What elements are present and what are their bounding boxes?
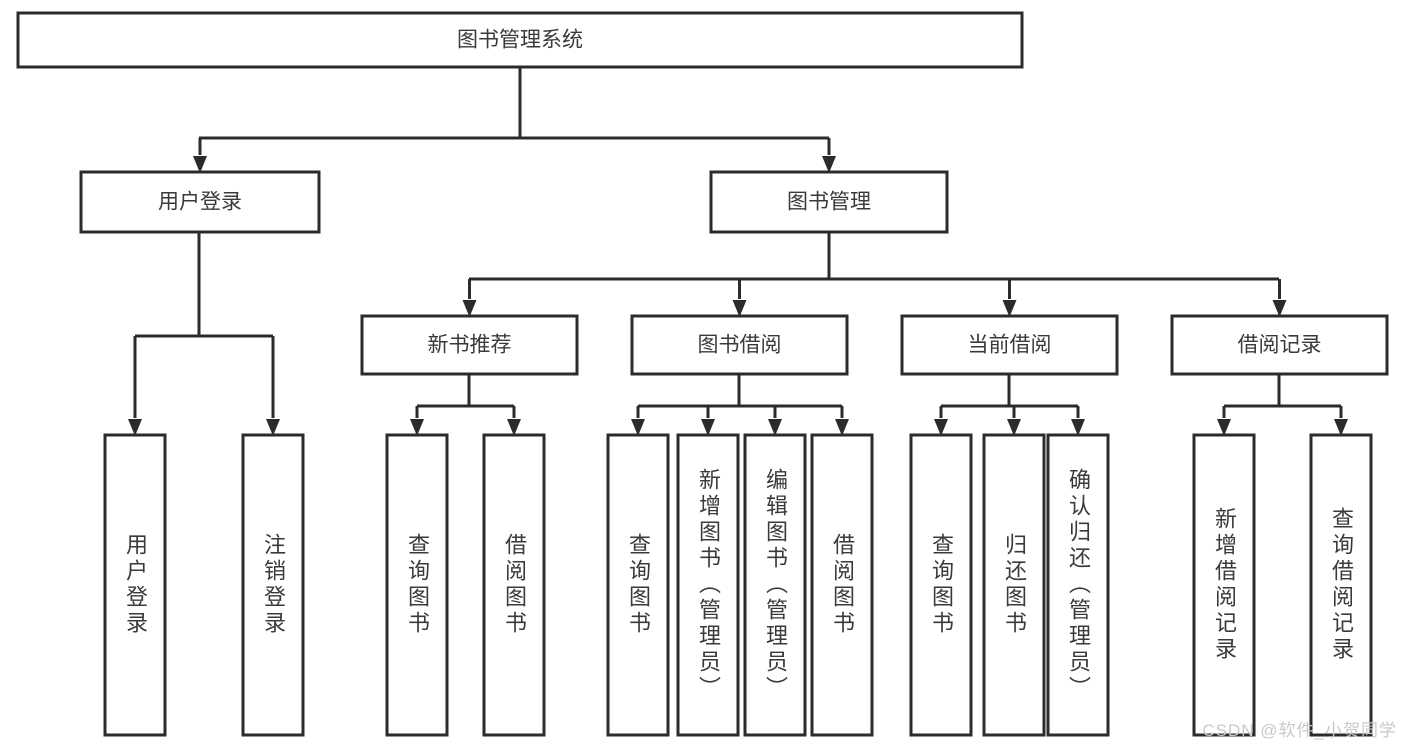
arrow-head-icon — [631, 419, 645, 436]
node-user-login-label: 用户登录 — [158, 191, 242, 214]
arrow-head-icon — [1217, 419, 1231, 436]
node-leaf-confirm-return-admin-box[interactable] — [1046, 433, 1110, 737]
arrow-head-icon — [1002, 300, 1017, 317]
node-leaf-logout-box[interactable] — [241, 433, 305, 737]
arrow-head-icon — [128, 419, 142, 436]
node-root-label: 图书管理系统 — [457, 29, 583, 52]
arrow-head-icon — [266, 419, 280, 436]
connector-layer — [128, 67, 1348, 436]
arrow-head-icon — [732, 300, 747, 317]
node-book-borrow-label: 图书借阅 — [698, 334, 782, 357]
node-leaf-borrow-book-1-box[interactable] — [482, 433, 546, 737]
node-leaf-query-book-2-box[interactable] — [606, 433, 670, 737]
arrow-head-icon — [1007, 419, 1021, 436]
node-root-box[interactable] — [16, 11, 1024, 69]
node-leaf-query-book-3-box[interactable] — [909, 433, 973, 737]
arrow-head-icon — [507, 419, 521, 436]
node-leaf-borrow-book-2-box[interactable] — [810, 433, 874, 737]
node-borrow-record-box[interactable] — [1170, 314, 1389, 376]
node-leaf-user-login-box[interactable] — [103, 433, 167, 737]
node-current-borrow-label: 当前借阅 — [968, 334, 1052, 357]
node-book-borrow-box[interactable] — [630, 314, 849, 376]
watermark-text: CSDN @软件_小贺同学 — [1202, 721, 1397, 740]
arrow-head-icon — [1071, 419, 1085, 436]
node-leaf-add-borrow-record-box[interactable] — [1192, 433, 1256, 737]
arrow-head-icon — [1272, 300, 1287, 317]
arrow-head-icon — [462, 300, 477, 317]
node-current-borrow-box[interactable] — [900, 314, 1119, 376]
node-borrow-record-label: 借阅记录 — [1238, 334, 1322, 357]
node-leaf-add-book-admin-box[interactable] — [676, 433, 740, 737]
arrow-head-icon — [835, 419, 849, 436]
arrow-head-icon — [410, 419, 424, 436]
node-leaf-return-book-box[interactable] — [982, 433, 1046, 737]
arrow-head-icon — [822, 156, 836, 173]
node-leaf-query-book-1-box[interactable] — [385, 433, 449, 737]
node-book-manage-box[interactable] — [709, 170, 949, 234]
node-leaf-query-borrow-record-box[interactable] — [1309, 433, 1373, 737]
arrow-head-icon — [701, 419, 715, 436]
node-leaf-edit-book-admin-box[interactable] — [743, 433, 807, 737]
arrow-head-icon — [1334, 419, 1348, 436]
arrow-head-icon — [768, 419, 782, 436]
node-new-book-recommend-label: 新书推荐 — [428, 334, 512, 357]
arrow-head-icon — [934, 419, 948, 436]
node-book-manage-label: 图书管理 — [787, 191, 871, 214]
node-user-login-box[interactable] — [79, 170, 321, 234]
arrow-head-icon — [193, 156, 207, 173]
node-new-book-recommend-box[interactable] — [360, 314, 579, 376]
